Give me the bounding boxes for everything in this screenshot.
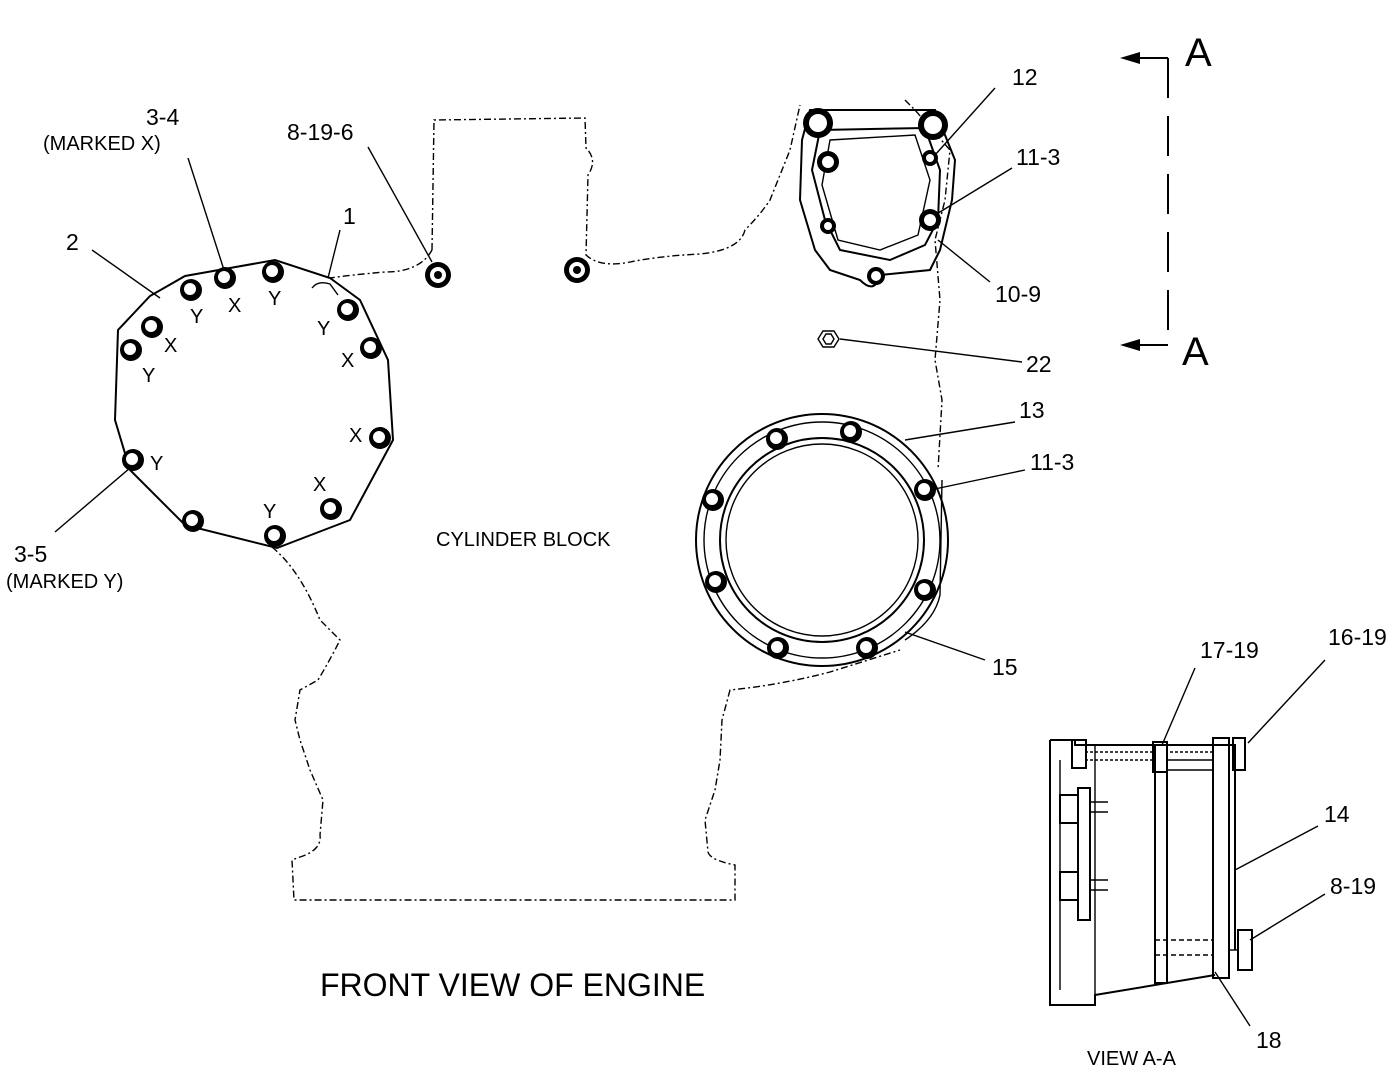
cover-bolts [120,261,391,547]
bolt-mark-x: X [349,425,362,447]
bolt [360,337,382,359]
callout-1: 1 [343,203,356,229]
bolt [120,339,142,361]
bolt [337,299,359,321]
bolt-mark-y: Y [317,318,330,340]
bolt-mark-y: Y [150,453,163,475]
section-letter-top: A [1185,31,1212,75]
callout-11-3-mid: 11-3 [1030,449,1074,475]
bolt-marks: X Y Y X Y Y X X X Y Y [142,288,362,523]
callout-12: 12 [1012,64,1038,90]
bolt [320,498,342,520]
callout-3-4-note: (MARKED X) [43,133,161,155]
callout-3-5-note: (MARKED Y) [6,571,123,593]
bolt [141,316,163,338]
section-letter-bottom: A [1182,330,1209,374]
bolt [122,449,144,471]
bolt-mark-y: Y [142,365,155,387]
callout-3-5: 3-5 [14,541,47,567]
round-cover [695,413,949,667]
bolt [264,525,286,547]
callout-10-9: 10-9 [995,281,1041,307]
bolt-mark-x: X [313,474,326,496]
callout-14: 14 [1324,801,1350,827]
callout-16-19: 16-19 [1328,624,1387,650]
callout-3-4: 3-4 [146,104,179,130]
section-marker: A A [1120,31,1212,374]
callout-18: 18 [1256,1027,1282,1053]
bolt-mark-y: Y [190,306,203,328]
block-bolts [425,257,590,288]
bolt-mark-y: Y [268,288,281,310]
section-view-label: VIEW A-A [1087,1048,1177,1070]
drawing-title: FRONT VIEW OF ENGINE [320,967,705,1003]
cylinder-block-label: CYLINDER BLOCK [436,529,611,551]
callout-17-19: 17-19 [1200,637,1259,663]
leader-lines [54,87,1326,1027]
callout-15: 15 [992,654,1018,680]
bolt-mark-x: X [164,335,177,357]
hex-plug [817,330,840,348]
callout-22: 22 [1026,351,1052,377]
bolt-mark-x: X [341,350,354,372]
bolt [369,427,391,449]
bolt-mark-x: X [228,295,241,317]
callout-13: 13 [1019,397,1045,423]
callouts: 3-4 (MARKED X) 2 1 8-19-6 3-5 (MARKED Y)… [6,64,1387,1053]
bolt [182,510,204,532]
cylinder-block-outline [271,99,951,901]
bolt [262,261,284,283]
accessory-cover [798,108,957,288]
callout-2: 2 [66,229,79,255]
callout-8-19: 8-19 [1330,873,1376,899]
bolt [180,279,202,301]
front-cover-plate [113,258,395,550]
view-a-a-drawing [1049,737,1253,1006]
callout-8-19-6: 8-19-6 [287,119,353,145]
bolt-mark-y: Y [263,501,276,523]
callout-11-3-top: 11-3 [1016,144,1060,170]
bolt [214,267,236,289]
